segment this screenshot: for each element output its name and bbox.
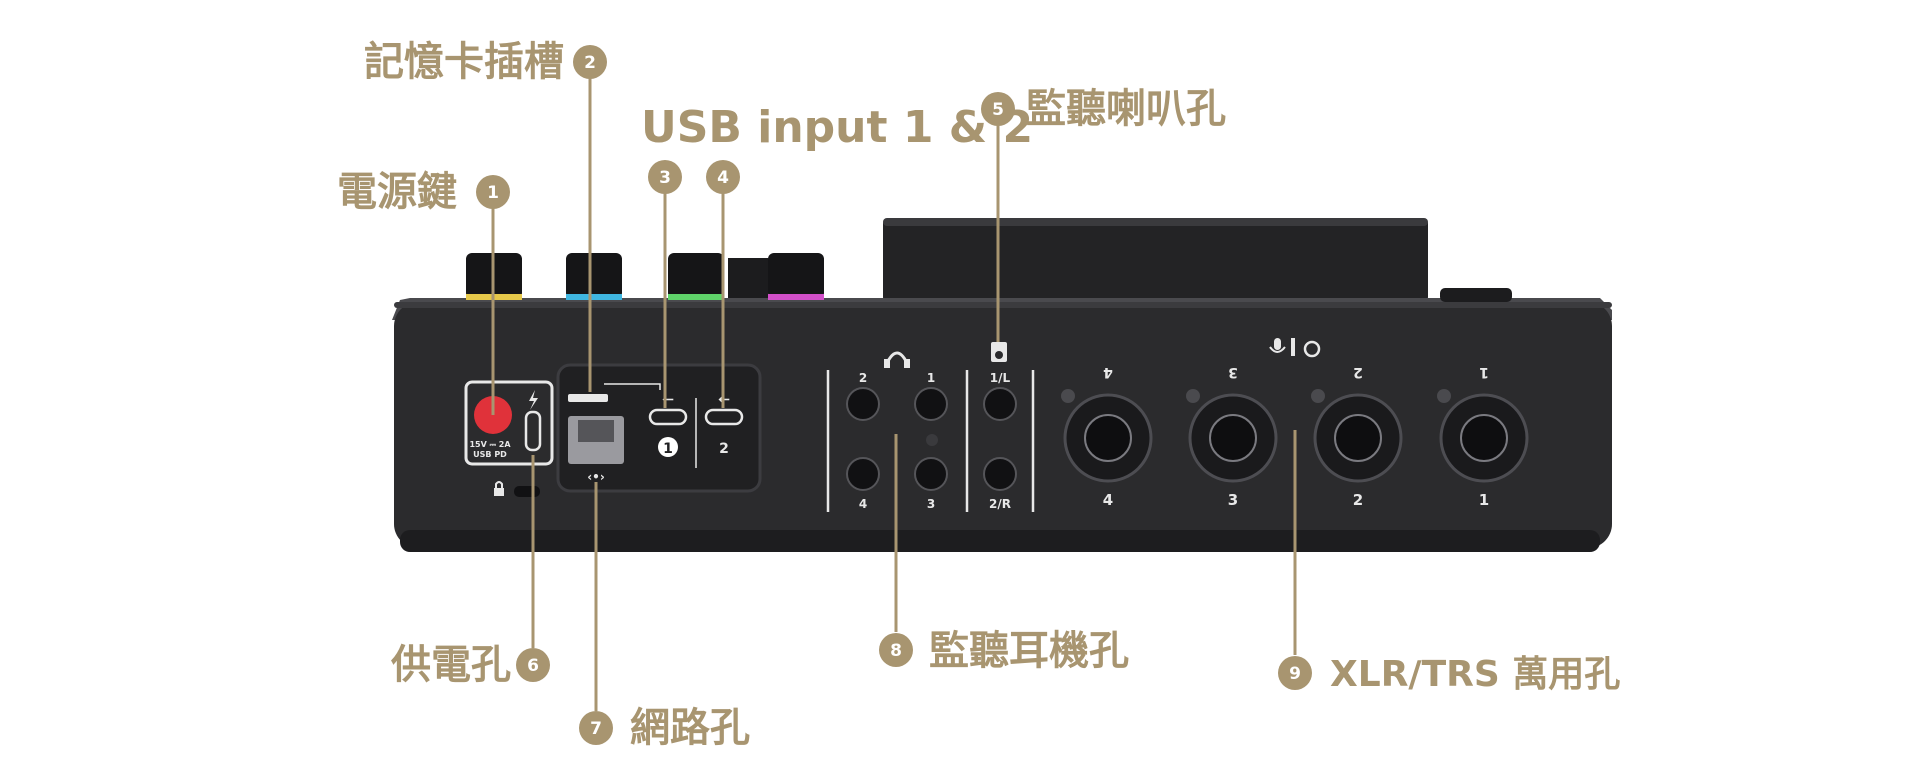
callout-8: 8 監聽耳機孔 — [879, 628, 1129, 674]
combo-bottom-label: 4 — [1103, 491, 1113, 509]
combo-jacks — [1061, 389, 1529, 483]
speaker-label: 2/R — [989, 497, 1011, 511]
combo-bottom-label: 1 — [1479, 491, 1489, 509]
callout-3: 3 — [648, 160, 682, 194]
callout-label: 網路孔 — [630, 705, 750, 751]
usb-1-label: 1 — [663, 441, 673, 457]
headphone-label: 3 — [927, 497, 935, 511]
callout-marker — [981, 92, 1015, 126]
callout-marker — [706, 160, 740, 194]
lock-icon — [494, 481, 504, 496]
speaker-jack-right — [983, 457, 1017, 491]
callout-marker — [879, 633, 913, 667]
callout-number: 6 — [527, 656, 539, 676]
callout-4: 4 — [706, 160, 740, 194]
callout-number: 9 — [1289, 664, 1301, 684]
display-housing — [883, 218, 1428, 303]
rear-button — [1440, 288, 1512, 302]
usb-input-1-port — [648, 408, 688, 426]
callout-6: 供電孔 6 — [391, 642, 550, 688]
combo-bottom-label: 3 — [1228, 491, 1238, 509]
headphone-label: 2 — [859, 371, 867, 385]
sd-card-slot — [568, 394, 608, 402]
combo-top-label: 4 — [1103, 364, 1113, 380]
callout-marker — [1278, 656, 1312, 690]
speaker-label: 1/L — [990, 371, 1011, 385]
power-module-frame — [464, 380, 554, 466]
panel-base — [400, 530, 1600, 552]
headphones-icon — [884, 351, 910, 368]
usb-input-2-port — [704, 408, 744, 426]
callout-label: 記憶卡插槽 — [364, 39, 564, 85]
speaker-jack-left — [983, 387, 1017, 421]
callout-number: 2 — [584, 53, 596, 73]
callout-label: 監聽耳機孔 — [929, 628, 1129, 674]
headphone-jacks — [846, 387, 948, 491]
knob-3 — [668, 253, 724, 300]
callout-label: 電源鍵 — [337, 169, 457, 215]
headphone-label: 4 — [859, 497, 867, 511]
callout-label: 供電孔 — [391, 642, 511, 688]
lightning-icon — [529, 390, 538, 410]
power-spec-line-2: USB PD — [473, 450, 507, 459]
callout-9: 9 XLR/TRS 萬用孔 — [1278, 654, 1620, 695]
fader-cap — [728, 258, 768, 298]
usbc-power-port — [524, 410, 542, 452]
svg-text:‹•›: ‹•› — [587, 470, 605, 484]
knob-2 — [566, 253, 622, 300]
callout-number: 1 — [487, 183, 499, 203]
combo-top-label: 1 — [1479, 364, 1489, 380]
usb-group-label: USB input 1 & 2 — [641, 102, 1033, 153]
headphone-label: 1 — [927, 371, 935, 385]
network-icon: ‹•› — [587, 470, 605, 484]
callout-2: 記憶卡插槽 2 — [364, 39, 607, 85]
combo-bottom-label: 2 — [1353, 491, 1363, 509]
callout-label: 監聽喇叭孔 — [1026, 86, 1226, 132]
callout-marker — [476, 175, 510, 209]
callout-number: 4 — [717, 168, 729, 188]
mic-instrument-icon — [1269, 338, 1321, 358]
callout-number: 5 — [992, 100, 1004, 120]
callout-1: 電源鍵 1 — [337, 169, 510, 215]
speaker-icon — [991, 342, 1007, 362]
usb-2-label: 2 — [719, 441, 729, 457]
callout-label: XLR/TRS 萬用孔 — [1330, 654, 1620, 695]
leader-lines — [491, 78, 1297, 711]
callout-marker — [579, 711, 613, 745]
callout-marker — [648, 160, 682, 194]
combo-top-label: 2 — [1353, 364, 1363, 380]
callout-number: 7 — [590, 719, 602, 739]
combo-top-label: 3 — [1228, 364, 1238, 380]
usb-icon: ⭠ — [662, 391, 673, 407]
kensington-slot — [514, 486, 540, 497]
callout-7: 7 網路孔 — [579, 705, 750, 751]
callout-number: 3 — [659, 168, 671, 188]
svg-text:⭠: ⭠ — [662, 391, 673, 407]
callout-number: 8 — [890, 641, 902, 661]
callout-marker — [573, 45, 607, 79]
callout-5: 5 監聽喇叭孔 — [981, 86, 1226, 132]
device-illustration: 15V ⎓ 2A USB PD ‹•› ⭠ ⭠ 1 2 — [392, 218, 1612, 552]
callout-marker — [516, 648, 550, 682]
power-spec-line-1: 15V ⎓ 2A — [469, 440, 511, 449]
knob-4 — [768, 253, 824, 300]
